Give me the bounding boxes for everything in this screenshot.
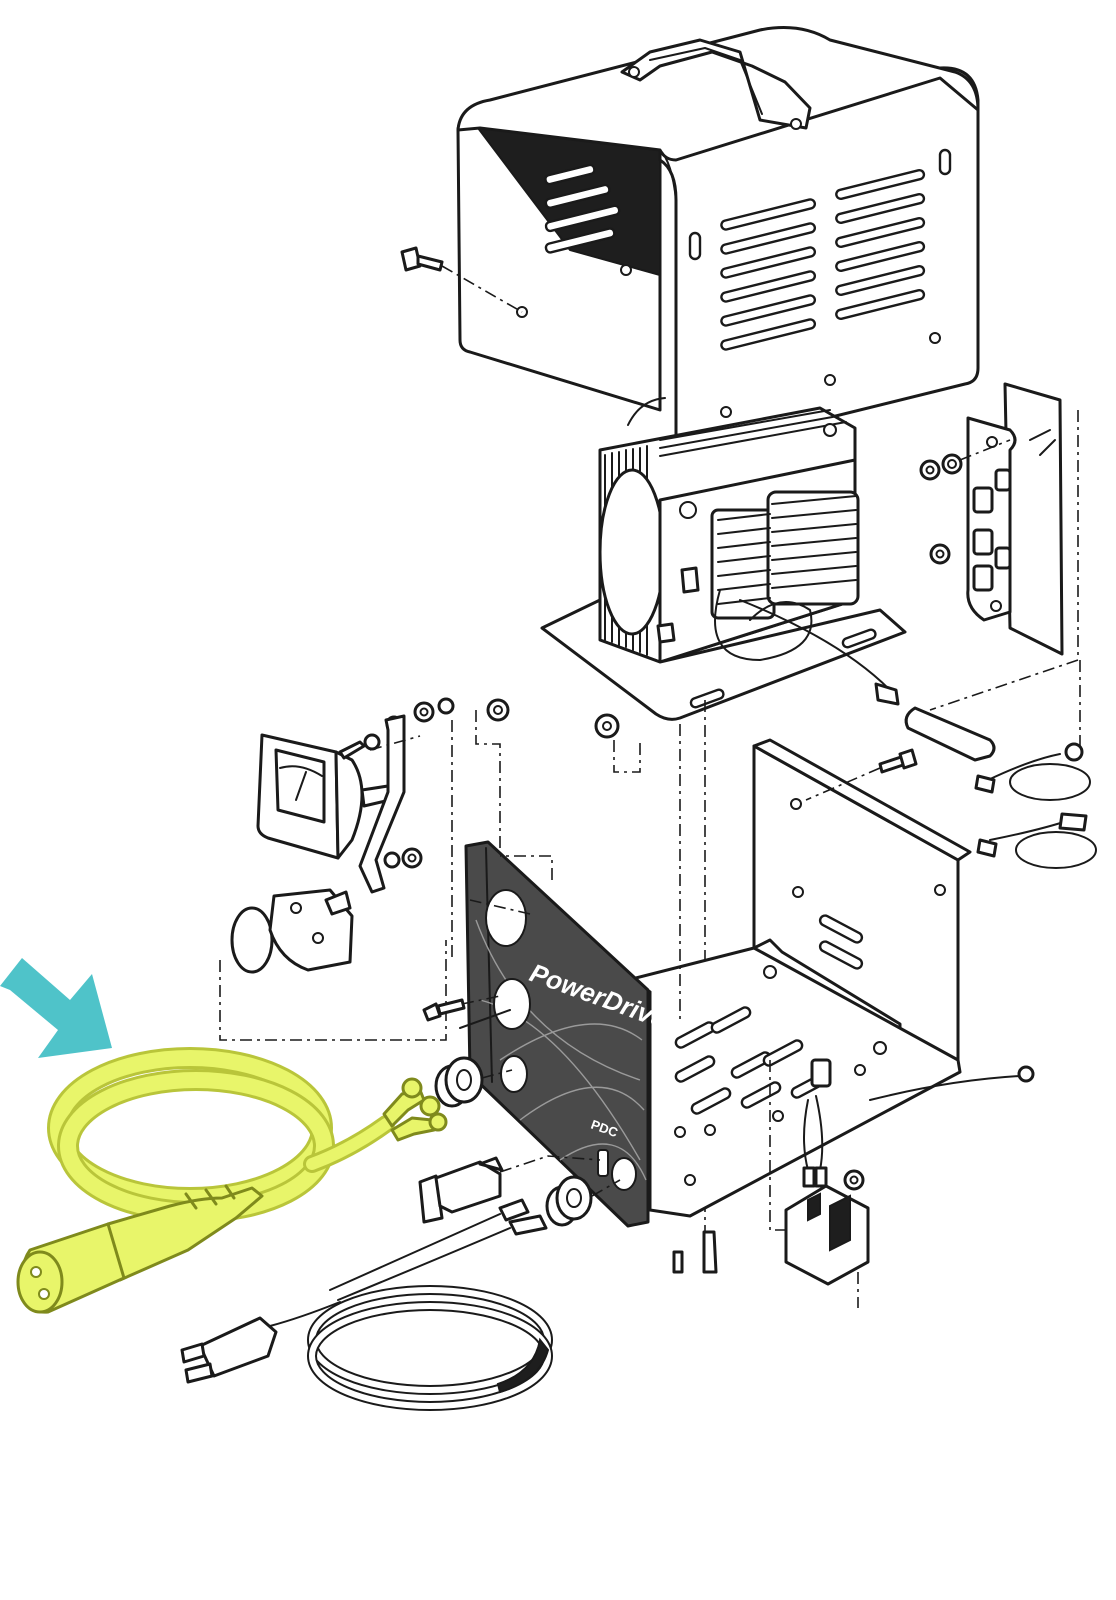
ground-wires <box>869 742 1097 1101</box>
interior-vent-slots <box>544 163 621 254</box>
ac-power-cord <box>180 1198 553 1411</box>
dc-charging-cord <box>16 1047 448 1314</box>
ammeter-assembly <box>256 697 510 960</box>
cover-screw <box>400 246 523 313</box>
handle-icon <box>620 38 812 130</box>
grommets <box>434 1056 621 1227</box>
internal-harness <box>784 1058 870 1286</box>
transformer-assembly <box>540 397 996 762</box>
rectifier-board <box>919 382 1081 760</box>
mount-screws <box>422 748 918 1274</box>
circuit-breaker <box>219 888 447 1041</box>
fuse-holder <box>418 1155 601 1224</box>
front-faceplate: PowerDrive PDC <box>464 840 671 1228</box>
vent-slots-icon <box>720 168 926 351</box>
arrow-pointer-icon <box>0 958 112 1058</box>
cover-housing <box>400 26 980 454</box>
